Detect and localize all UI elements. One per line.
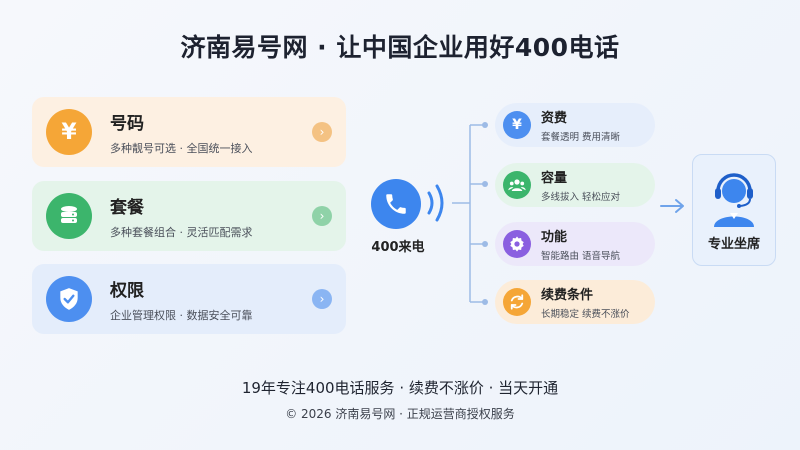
- footer-copyright: © 2026 济南易号网 · 正规运营商授权服务: [285, 407, 515, 421]
- feature-title: 资费: [541, 111, 568, 126]
- chevron-right-icon[interactable]: ›: [312, 206, 332, 226]
- feature-description: 智能路由 语音导航: [541, 251, 621, 262]
- feature-fee[interactable]: ¥ 资费 套餐透明 费用清晰: [495, 103, 655, 147]
- yen-icon: ¥: [46, 109, 92, 155]
- feature-description: 长期稳定 续费不涨价: [541, 309, 630, 320]
- feature-title: 容量: [541, 171, 568, 186]
- arrow-right-icon: [660, 199, 684, 213]
- phone-icon: [371, 179, 421, 229]
- agent-label: 专业坐席: [707, 237, 760, 252]
- shield-check-icon: [46, 276, 92, 322]
- card-number[interactable]: ¥ 号码 多种靓号可选 · 全国统一接入 ›: [32, 97, 346, 167]
- group-icon: [503, 171, 531, 199]
- card-title: 号码: [110, 113, 144, 134]
- feature-title: 续费条件: [541, 288, 594, 303]
- card-title: 权限: [110, 280, 144, 301]
- feature-function[interactable]: 功能 智能路由 语音导航: [495, 222, 655, 266]
- footer-tagline: 19年专注400电话服务 · 续费不涨价 · 当天开通: [241, 379, 559, 397]
- chevron-right-icon[interactable]: ›: [312, 122, 332, 142]
- card-permission[interactable]: 权限 企业管理权限 · 数据安全可靠 ›: [32, 264, 346, 334]
- feature-renewal[interactable]: 续费条件 长期稳定 续费不涨价: [495, 280, 655, 324]
- agent-card[interactable]: 专业坐席: [692, 154, 776, 266]
- headset-agent-icon: [714, 173, 754, 227]
- card-description: 多种靓号可选 · 全国统一接入: [110, 141, 253, 155]
- yen-icon: ¥: [503, 111, 531, 139]
- card-description: 企业管理权限 · 数据安全可靠: [110, 308, 253, 322]
- feature-description: 套餐透明 费用清晰: [541, 132, 621, 143]
- signal-waves-icon: [427, 184, 444, 222]
- refresh-icon: [503, 288, 531, 316]
- chevron-right-icon[interactable]: ›: [312, 289, 332, 309]
- feature-description: 多线拔入 轻松应对: [541, 192, 621, 203]
- page-title: 济南易号网 · 让中国企业用好400电话: [180, 33, 620, 62]
- feature-title: 功能: [541, 230, 568, 245]
- card-title: 套餐: [110, 197, 144, 218]
- feature-capacity[interactable]: 容量 多线拔入 轻松应对: [495, 163, 655, 207]
- settings-icon: [503, 230, 531, 258]
- card-description: 多种套餐组合 · 灵活匹配需求: [110, 225, 253, 239]
- incoming-call-label: 400来电: [371, 240, 425, 255]
- database-icon: [46, 193, 92, 239]
- card-package[interactable]: 套餐 多种套餐组合 · 灵活匹配需求 ›: [32, 181, 346, 251]
